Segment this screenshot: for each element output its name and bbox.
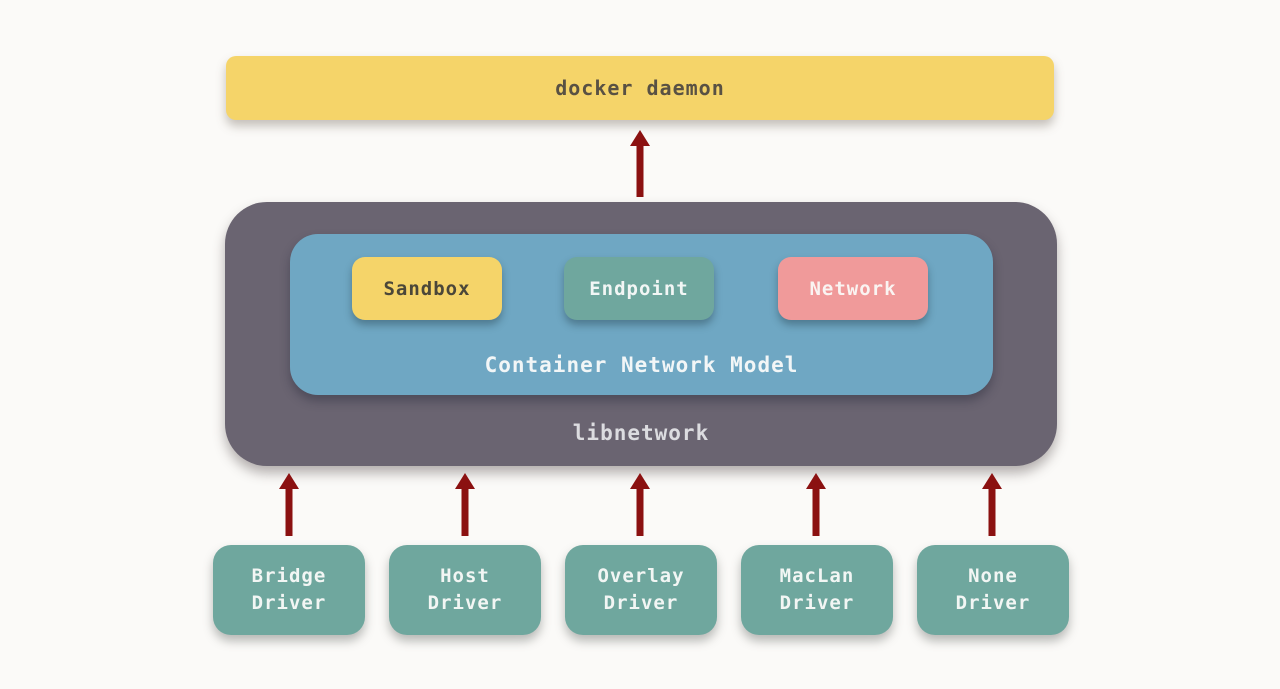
arrowhead-icon	[982, 473, 1002, 489]
arrowhead-icon	[455, 473, 475, 489]
maclan-driver-label: MacLan Driver	[779, 565, 855, 614]
bridge-driver-label: Bridge Driver	[251, 565, 327, 614]
up-arrow-icon	[982, 473, 1002, 536]
driver-box-bridge: Bridge Driver	[213, 545, 365, 635]
docker-daemon-label: docker daemon	[555, 76, 725, 100]
docker-daemon-box: docker daemon	[226, 56, 1054, 120]
arrowhead-icon	[806, 473, 826, 489]
arrow-shaft	[636, 486, 644, 536]
up-arrow-icon	[455, 473, 475, 536]
arrow-shaft	[988, 486, 996, 536]
arrow-shaft	[812, 486, 820, 536]
driver-box-none: None Driver	[917, 545, 1069, 635]
overlay-driver-label: Overlay Driver	[597, 565, 685, 614]
up-arrow-icon	[630, 130, 650, 197]
arrow-shaft	[285, 486, 293, 536]
endpoint-label: Endpoint	[589, 277, 689, 300]
driver-box-overlay: Overlay Driver	[565, 545, 717, 635]
up-arrow-icon	[279, 473, 299, 536]
host-driver-label: Host Driver	[427, 565, 503, 614]
up-arrow-icon	[630, 473, 650, 536]
arrow-shaft	[461, 486, 469, 536]
arrowhead-icon	[630, 473, 650, 489]
arrowhead-icon	[279, 473, 299, 489]
up-arrow-icon	[806, 473, 826, 536]
driver-box-host: Host Driver	[389, 545, 541, 635]
container-network-model-label: Container Network Model	[484, 353, 799, 377]
endpoint-node: Endpoint	[564, 257, 714, 320]
network-label: Network	[809, 277, 897, 300]
network-node: Network	[778, 257, 928, 320]
sandbox-node: Sandbox	[352, 257, 502, 320]
container-network-model-box: Sandbox Endpoint Network Container Netwo…	[290, 234, 993, 395]
arrow-shaft	[636, 143, 644, 197]
arrowhead-icon	[630, 130, 650, 146]
libnetwork-label: libnetwork	[572, 421, 710, 445]
none-driver-label: None Driver	[955, 565, 1031, 614]
driver-box-maclan: MacLan Driver	[741, 545, 893, 635]
libnetwork-box: Sandbox Endpoint Network Container Netwo…	[225, 202, 1057, 466]
sandbox-label: Sandbox	[383, 277, 471, 300]
